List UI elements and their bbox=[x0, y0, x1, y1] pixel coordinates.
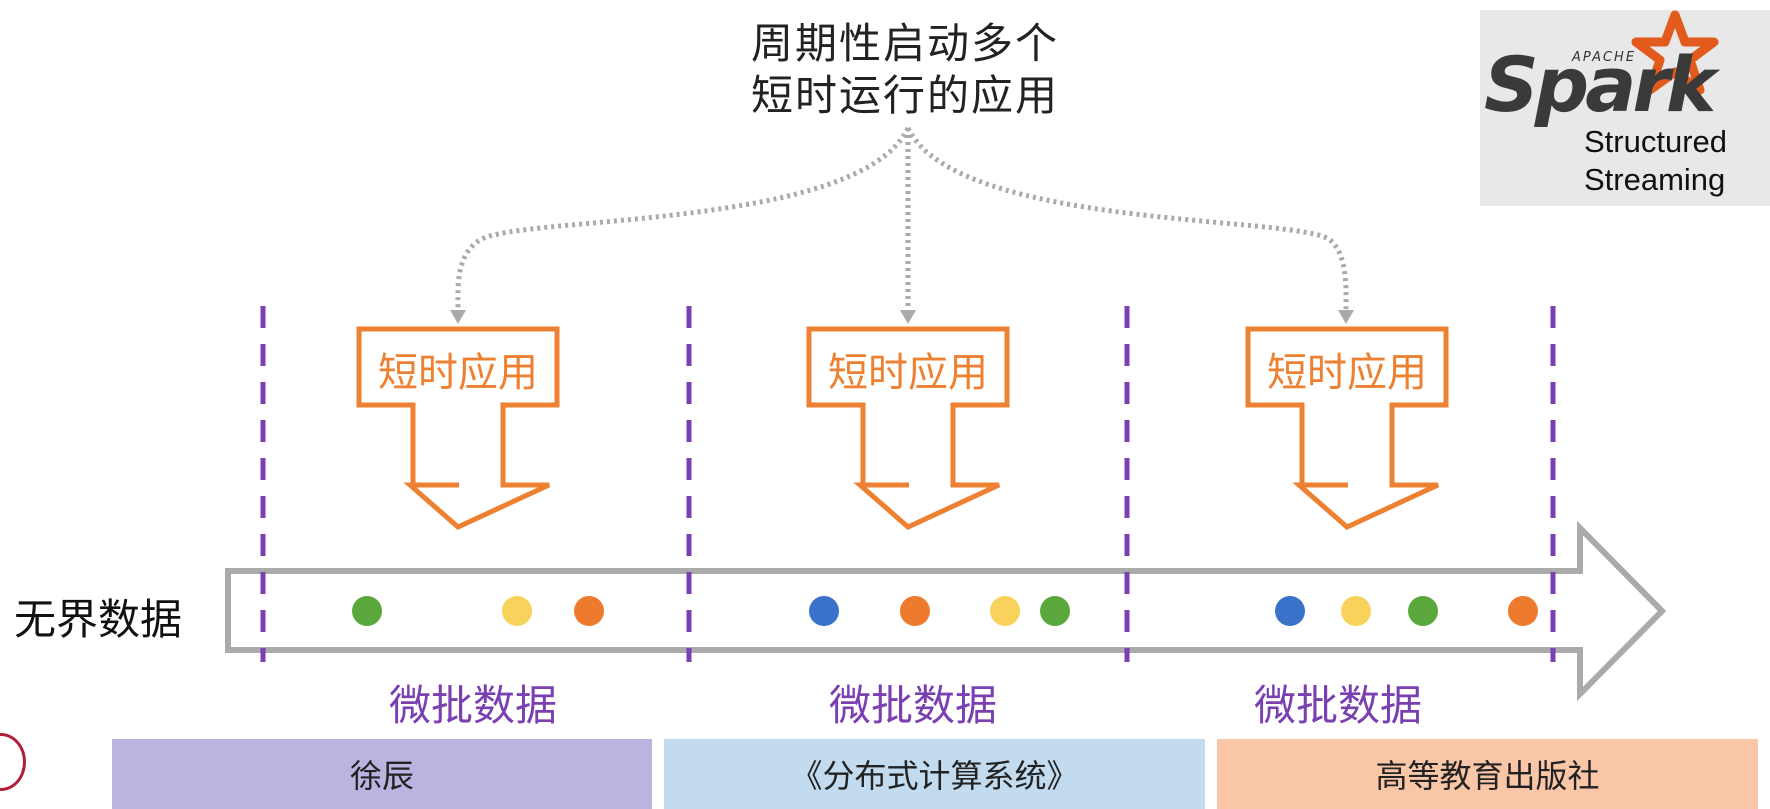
data-dot-yellow bbox=[990, 596, 1020, 626]
data-dot-blue bbox=[809, 596, 839, 626]
microbatch-label-2: 微批数据 bbox=[828, 681, 997, 730]
footer-book-text: 《分布式计算系统》 bbox=[790, 757, 1079, 795]
app-callout-1 bbox=[356, 326, 560, 530]
logo-streaming-text: Streaming bbox=[1584, 162, 1726, 197]
footer-publisher: 高等教育出版社 bbox=[1217, 739, 1758, 809]
batch-dividers bbox=[260, 306, 1556, 662]
dotted-connectors bbox=[455, 126, 1349, 311]
data-dot-green bbox=[352, 596, 382, 626]
data-dot-green bbox=[1408, 596, 1438, 626]
connector-arrowheads bbox=[450, 310, 1354, 324]
spark-logo: APACHE Spark Structured Streaming bbox=[1480, 10, 1770, 206]
microbatch-label-3: 微批数据 bbox=[1253, 681, 1422, 730]
connector-left bbox=[455, 126, 911, 311]
footer-book: 《分布式计算系统》 bbox=[664, 739, 1205, 809]
stream-arrow bbox=[225, 520, 1667, 702]
data-dot-green bbox=[1040, 596, 1070, 626]
data-dot-yellow bbox=[502, 596, 532, 626]
app-callouts bbox=[356, 326, 1449, 530]
logo-spark-text: Spark bbox=[1484, 40, 1716, 129]
arrowhead-right bbox=[1338, 310, 1354, 324]
connector-right bbox=[905, 126, 1349, 311]
arrowhead-left bbox=[450, 310, 466, 324]
app-callout-3 bbox=[1245, 326, 1449, 530]
spark-star-icon bbox=[1631, 10, 1719, 95]
data-dot-orange bbox=[574, 596, 604, 626]
app-label-1: 短时应用 bbox=[378, 350, 538, 396]
footer-publisher-text: 高等教育出版社 bbox=[1375, 757, 1600, 795]
logo-structured-text: Structured bbox=[1584, 124, 1728, 159]
logo-apache-text: APACHE bbox=[1572, 50, 1637, 65]
title-line-1: 周期性启动多个 bbox=[750, 19, 1059, 68]
data-dot-orange bbox=[900, 596, 930, 626]
stream-label: 无界数据 bbox=[14, 595, 183, 644]
footer-author-text: 徐辰 bbox=[349, 757, 414, 795]
data-dot-orange bbox=[1508, 596, 1538, 626]
data-dot-blue bbox=[1275, 596, 1305, 626]
data-dot-yellow bbox=[1341, 596, 1371, 626]
app-label-3: 短时应用 bbox=[1267, 350, 1427, 396]
title-line-2: 短时运行的应用 bbox=[750, 71, 1059, 120]
microbatch-label-1: 微批数据 bbox=[388, 681, 557, 730]
footer-author: 徐辰 bbox=[112, 739, 652, 809]
app-label-2: 短时应用 bbox=[828, 350, 988, 396]
arrowhead-middle bbox=[900, 310, 916, 324]
app-callout-2 bbox=[806, 326, 1010, 530]
data-dots bbox=[352, 596, 1538, 626]
